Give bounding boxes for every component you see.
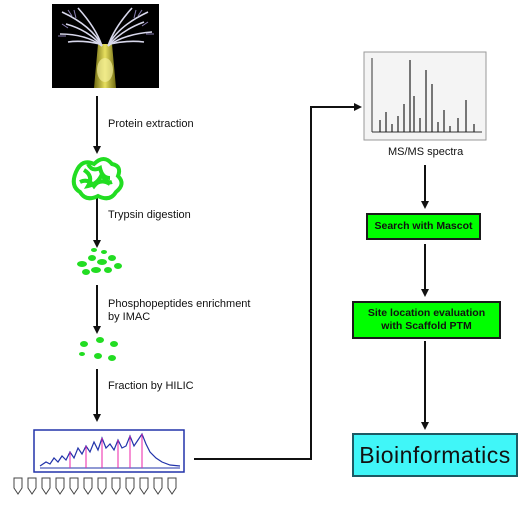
- bioinformatics-label: Bioinformatics: [359, 441, 511, 468]
- search-mascot-label: Search with Mascot: [374, 220, 473, 232]
- plant-image: [58, 7, 154, 88]
- hilic-chromatogram: [33, 429, 185, 473]
- site-location-box: Site location evaluation with Scaffold P…: [352, 301, 501, 339]
- peptide-fragments-figure: [77, 248, 122, 275]
- step-phospho-imac: by IMAC: [108, 311, 151, 323]
- step-hilic-fraction: Fraction by HILIC: [108, 380, 194, 392]
- site-location-line2: with Scaffold PTM: [381, 320, 472, 332]
- step-protein-extraction: Protein extraction: [108, 118, 194, 130]
- site-location-line1: Site location evaluation: [367, 307, 486, 319]
- protein-tangle-figure: [71, 157, 124, 201]
- search-mascot-box: Search with Mascot: [366, 213, 481, 240]
- plant-photo: [52, 4, 159, 88]
- phosphopeptides-figure: [79, 337, 118, 361]
- ms-spectrum-figure: [363, 51, 487, 141]
- arrow-hilic-to-spectra: [194, 103, 362, 460]
- spectra-caption: MS/MS spectra: [388, 146, 464, 158]
- step-phospho-enrichment: Phosphopeptides enrichment: [108, 298, 251, 310]
- bioinformatics-box: Bioinformatics: [352, 433, 518, 477]
- step-trypsin-digestion: Trypsin digestion: [108, 209, 191, 221]
- fraction-tubes: [13, 477, 177, 495]
